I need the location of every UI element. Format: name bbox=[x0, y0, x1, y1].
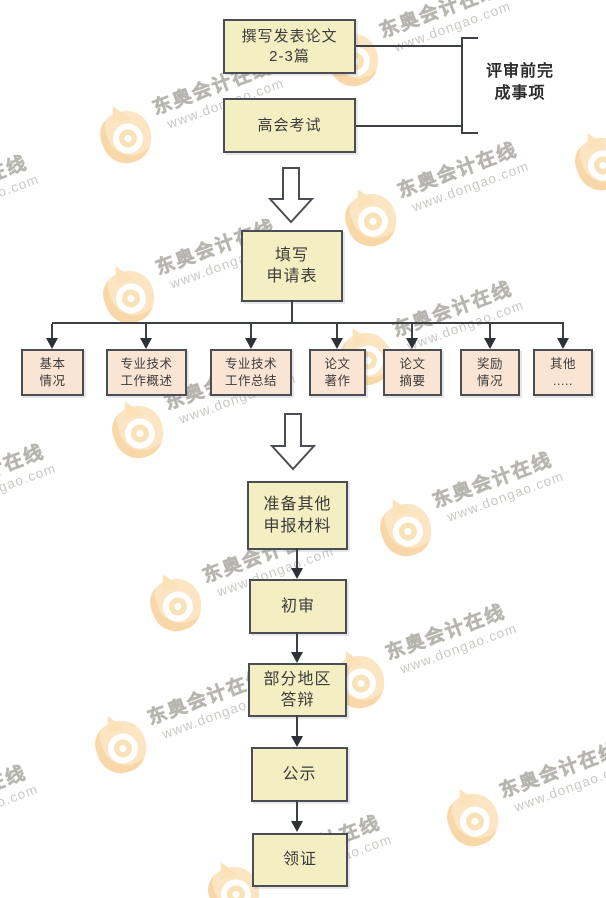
branch-drop-line bbox=[489, 324, 491, 339]
bracket-bottom-tick bbox=[461, 132, 478, 134]
flow-arrowhead-icon bbox=[291, 821, 303, 832]
bracket-top-tick bbox=[461, 37, 478, 39]
box-prepare-materials-label: 准备其他 申报材料 bbox=[263, 496, 332, 535]
box-regional-defense-label: 部分地区 答辩 bbox=[263, 670, 332, 709]
branch-arrowhead-icon bbox=[484, 338, 496, 349]
flow-arrowhead-icon bbox=[291, 568, 303, 579]
box-get-certificate-label: 领证 bbox=[282, 851, 317, 869]
branch-drop-line bbox=[411, 324, 413, 339]
box-tech-work-summary-label: 专业技术 工作总结 bbox=[224, 357, 277, 388]
flow-connector-line bbox=[296, 800, 298, 823]
box-papers-works-label: 论文 著作 bbox=[324, 357, 351, 388]
flow-connector-line bbox=[296, 715, 298, 738]
connector-paper-to-bracket bbox=[356, 45, 462, 47]
branch-arrowhead-icon bbox=[406, 338, 418, 349]
box-regional-defense: 部分地区 答辩 bbox=[248, 663, 347, 717]
branch-stem-line bbox=[291, 300, 293, 324]
branch-horizontal-line bbox=[52, 322, 564, 324]
flow-connector-line bbox=[296, 632, 298, 654]
branch-drop-line bbox=[51, 324, 53, 339]
branch-arrowhead-icon bbox=[331, 338, 343, 349]
box-prepare-materials: 准备其他 申报材料 bbox=[247, 481, 348, 550]
box-senior-exam-label: 高会考试 bbox=[257, 116, 322, 134]
box-paper-abstract: 论文 摘要 bbox=[383, 349, 442, 396]
box-senior-exam: 高会考试 bbox=[223, 98, 356, 153]
box-others: 其他 ..... bbox=[533, 349, 593, 396]
box-awards: 奖励 情况 bbox=[460, 349, 520, 396]
box-publicity: 公示 bbox=[251, 747, 348, 802]
branch-arrowhead-icon bbox=[557, 338, 569, 349]
branch-arrowhead-icon bbox=[245, 338, 257, 349]
box-fill-application-form-label: 填写 申请表 bbox=[266, 246, 318, 285]
flow-arrowhead-icon bbox=[291, 652, 303, 663]
box-others-label: 其他 ..... bbox=[549, 357, 576, 388]
box-tech-work-overview-label: 专业技术 工作概述 bbox=[120, 357, 173, 388]
box-publicity-label: 公示 bbox=[282, 765, 317, 783]
box-awards-label: 奖励 情况 bbox=[476, 357, 503, 388]
box-tech-work-summary: 专业技术 工作总结 bbox=[210, 349, 292, 396]
hollow-down-arrow-icon bbox=[270, 413, 316, 471]
box-paper-abstract-label: 论文 摘要 bbox=[399, 357, 426, 388]
connector-exam-to-bracket bbox=[356, 125, 462, 127]
box-first-review-label: 初审 bbox=[280, 597, 315, 615]
box-write-papers-label: 撰写发表论文 2-3篇 bbox=[241, 27, 338, 65]
box-fill-application-form: 填写 申请表 bbox=[241, 230, 343, 302]
flow-arrowhead-icon bbox=[291, 736, 303, 747]
box-basic-info-label: 基本 情况 bbox=[39, 357, 66, 388]
branch-drop-line bbox=[336, 324, 338, 339]
box-write-papers: 撰写发表论文 2-3篇 bbox=[223, 19, 356, 74]
box-papers-works: 论文 著作 bbox=[309, 349, 366, 396]
hollow-down-arrow-icon bbox=[268, 167, 314, 224]
bracket-vertical-line bbox=[461, 37, 463, 134]
branch-drop-line bbox=[562, 324, 564, 339]
branch-arrowhead-icon bbox=[46, 338, 58, 349]
branch-arrowhead-icon bbox=[140, 338, 152, 349]
branch-drop-line bbox=[250, 324, 252, 339]
flow-connector-line bbox=[296, 548, 298, 570]
box-first-review: 初审 bbox=[249, 579, 347, 634]
branch-drop-line bbox=[145, 324, 147, 339]
box-get-certificate: 领证 bbox=[252, 833, 348, 887]
pre-review-label: 评审前完 成事项 bbox=[485, 63, 554, 103]
box-basic-info: 基本 情况 bbox=[21, 349, 84, 396]
box-tech-work-overview: 专业技术 工作概述 bbox=[106, 349, 187, 396]
